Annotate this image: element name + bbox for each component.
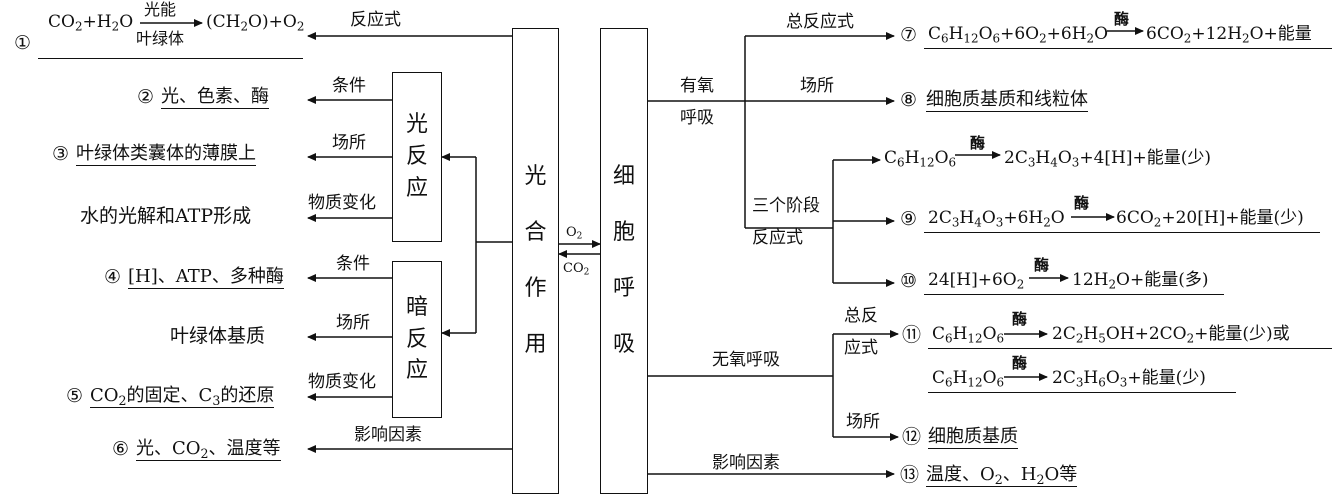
eq1-over: 光能 <box>144 0 177 19</box>
stage2-left: 2C3H4O3+6H2O <box>928 208 1065 230</box>
dark-change-label: 物质变化 <box>308 372 376 392</box>
num-4: ④ <box>104 266 122 288</box>
stages-label-2: 反应式 <box>752 228 803 248</box>
an-eq2-left: C6H12O6 <box>932 368 1005 390</box>
num-11: ⑪ <box>902 324 922 346</box>
stage1-enzyme: 酶 <box>970 134 986 152</box>
num-7: ⑦ <box>900 24 918 46</box>
dark-site-label: 场所 <box>336 313 370 333</box>
light-reaction-box: 光 反 应 <box>392 72 442 242</box>
stage3-right: 12H2O+能量(多) <box>1072 270 1209 292</box>
light-site-label: 场所 <box>332 133 366 153</box>
dark-change: CO2的固定、C3的还原 <box>90 385 275 408</box>
num-9: ⑨ <box>900 208 918 230</box>
stage3-equation: 24[H]+6O2 酶 12H2O+能量(多) <box>924 258 1224 295</box>
num-1: ① <box>14 32 32 54</box>
total-reaction-label: 总反应式 <box>786 12 854 32</box>
an-site-label: 场所 <box>846 412 880 432</box>
dark-conditions: [H]、ATP、多种酶 <box>128 266 284 289</box>
an-eq1-enzyme: 酶 <box>1012 310 1028 328</box>
num-2: ② <box>137 86 155 108</box>
anaerobic-site: 细胞质基质 <box>928 426 1018 449</box>
anaerobic-eq2: C6H12O6 酶 2C3H6O3+能量(少) <box>928 356 1236 393</box>
an-total-label-1: 总反 <box>844 306 878 326</box>
an-total-label-2: 应式 <box>844 338 878 358</box>
stage1-equation: C6H12O6 酶 2C3H4O3+4[H]+能量(少) <box>884 136 1284 170</box>
light-change-label: 物质变化 <box>308 193 376 213</box>
aerobic-label-1: 有氧 <box>680 76 714 96</box>
stage1-right: 2C3H4O3+4[H]+能量(少) <box>1004 148 1211 170</box>
light-conditions: 光、色素、酶 <box>161 86 269 109</box>
stage2-right: 6CO2+20[H]+能量(少) <box>1116 208 1304 230</box>
photosynthesis-title: 光 合 作 用 <box>524 164 547 357</box>
an-eq2-enzyme: 酶 <box>1012 354 1028 372</box>
stage3-enzyme: 酶 <box>1034 256 1050 274</box>
an-eq1-right: 2C2H5OH+2CO2+能量(少)或 <box>1052 324 1290 346</box>
photosynthesis-box: 光 合 作 用 <box>512 28 559 494</box>
num-8: ⑧ <box>900 89 918 111</box>
light-site: 叶绿体类囊体的薄膜上 <box>76 143 256 166</box>
num-13: ⑬ <box>900 464 920 486</box>
dark-cond-label: 条件 <box>336 254 370 274</box>
respiration-box: 细 胞 呼 吸 <box>600 28 648 494</box>
dark-site: 叶绿体基质 <box>170 325 266 347</box>
eq7-enzyme: 酶 <box>1114 10 1130 28</box>
equation-aerobic-total: C6H12O6+6O2+6H2O 酶 6CO2+12H2O+能量 <box>924 12 1332 49</box>
equation-photosynthesis: CO2+H2O 光能 叶绿体 (CH2O)+O2 <box>38 0 305 59</box>
light-change: 水的光解和ATP形成 <box>80 205 252 227</box>
photo-factors: 光、CO2、温度等 <box>136 438 281 461</box>
eq7-left: C6H12O6+6O2+6H2O <box>928 24 1109 46</box>
an-eq2-right: 2C3H6O3+能量(少) <box>1052 368 1206 390</box>
stage3-left: 24[H]+6O2 <box>928 270 1025 292</box>
num-3: ③ <box>52 143 70 165</box>
co2-label: CO2 <box>563 261 590 278</box>
eq1-left: CO2+H2O <box>48 12 134 34</box>
an-eq1-left: C6H12O6 <box>932 324 1005 346</box>
num-10: ⑩ <box>900 270 918 292</box>
num-5: ⑤ <box>66 385 84 407</box>
reaction-label: 反应式 <box>350 10 401 30</box>
resp-factor-label: 影响因素 <box>712 453 780 473</box>
light-cond-label: 条件 <box>332 76 366 96</box>
aerobic-label-2: 呼吸 <box>680 108 714 128</box>
aerobic-site-label: 场所 <box>800 76 834 96</box>
stage1-left: C6H12O6 <box>884 148 957 170</box>
num-12: ⑫ <box>902 426 922 448</box>
respiration-title: 细 胞 呼 吸 <box>612 164 635 357</box>
stage2-enzyme: 酶 <box>1074 194 1090 212</box>
stages-label-1: 三个阶段 <box>752 196 820 216</box>
eq1-right: (CH2O)+O2 <box>206 12 305 34</box>
num-6: ⑥ <box>112 438 130 460</box>
o2-label: O2 <box>566 225 583 242</box>
stage2-equation: 2C3H4O3+6H2O 酶 6CO2+20[H]+能量(少) <box>924 196 1320 233</box>
anaerobic-eq1: C6H12O6 酶 2C2H5OH+2CO2+能量(少)或 <box>928 312 1332 349</box>
dark-reaction-box: 暗 反 应 <box>392 261 442 418</box>
light-reaction-title: 光 反 应 <box>405 112 428 201</box>
dark-reaction-title: 暗 反 应 <box>405 294 428 384</box>
aerobic-site: 细胞质基质和线粒体 <box>926 89 1088 112</box>
anaerobic-label: 无氧呼吸 <box>712 350 780 370</box>
photo-factor-label: 影响因素 <box>354 425 422 445</box>
eq1-under: 叶绿体 <box>136 29 185 48</box>
eq7-right: 6CO2+12H2O+能量 <box>1146 24 1312 46</box>
resp-factors: 温度、O2、H2O等 <box>926 464 1078 487</box>
